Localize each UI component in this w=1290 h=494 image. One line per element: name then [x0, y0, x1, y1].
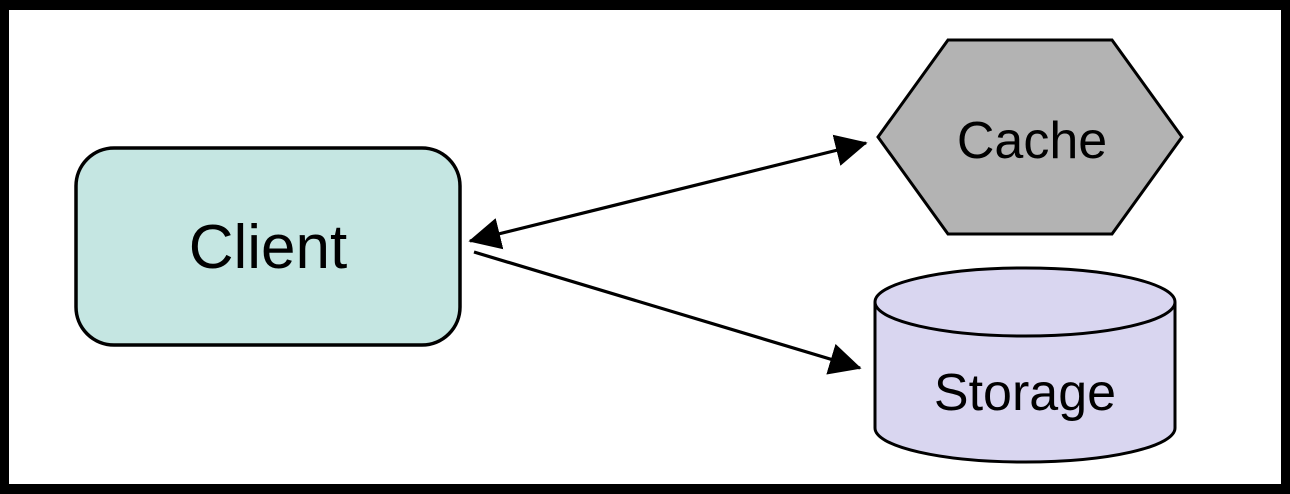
client-node: Client — [74, 146, 462, 347]
cache-node: Cache — [876, 38, 1184, 236]
cache-label: Cache — [957, 112, 1107, 170]
cache-shape — [876, 38, 1184, 236]
client-label: Client — [189, 213, 348, 282]
client-shape — [74, 146, 462, 347]
storage-body — [873, 302, 1177, 464]
client-storage-arrow — [473, 250, 862, 375]
storage-top — [873, 266, 1177, 338]
storage-label: Storage — [934, 364, 1116, 422]
client-cache-arrow — [468, 134, 868, 250]
storage-node: Storage — [873, 266, 1177, 464]
